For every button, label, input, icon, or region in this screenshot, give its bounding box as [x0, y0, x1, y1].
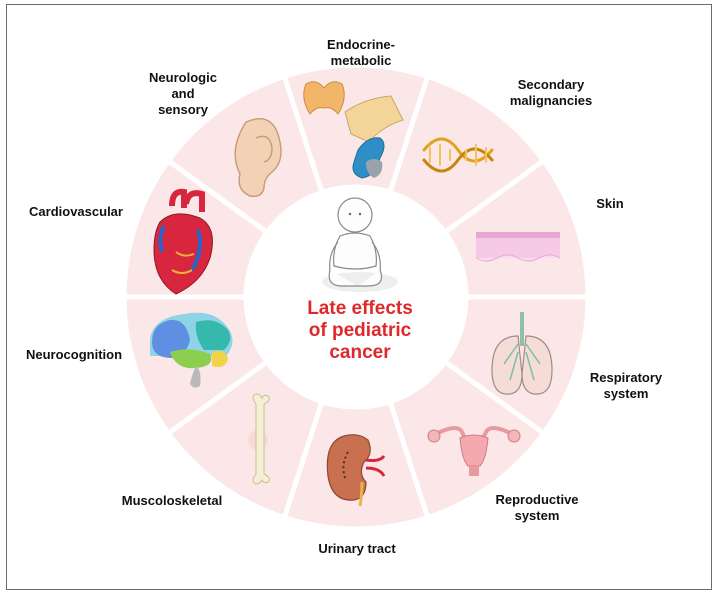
label-neurologic-sensory: Neurologic and sensory	[149, 70, 217, 117]
label-urinary-tract: Urinary tract	[318, 541, 396, 556]
thyroid-pancreas-icon	[303, 81, 404, 179]
uterus-icon	[427, 426, 521, 476]
kidney-icon	[326, 434, 386, 507]
ear-icon	[234, 118, 282, 198]
label-cardiovascular: Cardiovascular	[29, 204, 123, 219]
dna-icon	[422, 137, 494, 173]
label-respiratory-system: Respiratory system	[589, 370, 663, 401]
skin-layer-icon	[475, 232, 561, 262]
bone-icon	[248, 393, 270, 485]
lungs-icon	[491, 312, 553, 395]
center-disc	[248, 189, 464, 405]
label-muscoloskeletal: Muscoloskeletal	[121, 493, 223, 508]
label-endocrine-metabolic: Endocrine- metabolic	[327, 37, 395, 68]
label-reproductive-system: Reproductive system	[495, 492, 579, 523]
label-secondary-malignancies: Secondary malignancies	[509, 77, 593, 108]
label-skin: Skin	[596, 196, 624, 211]
center-title: Late effects of pediatric cancer	[307, 298, 413, 363]
heart-icon	[153, 188, 213, 295]
label-neurocognition: Neurocognition	[25, 347, 123, 362]
baby-icon	[322, 197, 398, 292]
brain-icon	[150, 312, 233, 388]
